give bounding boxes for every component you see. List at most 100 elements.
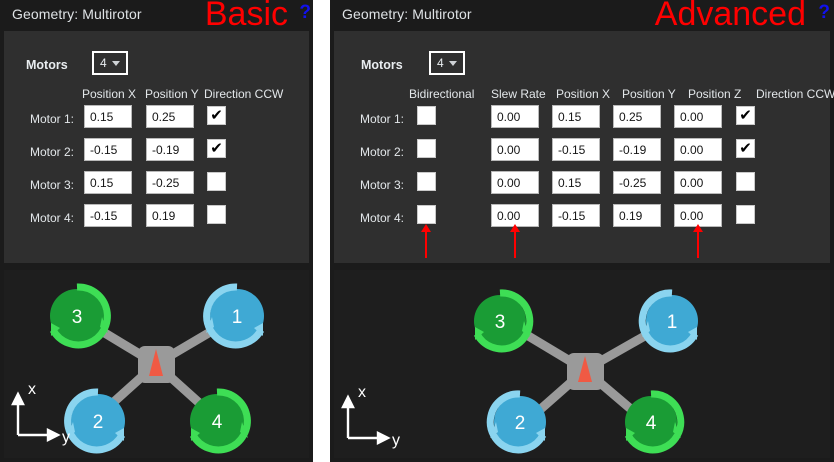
column-header-position-y: Position Y	[622, 87, 676, 101]
motor-2-slew-rate-input[interactable]: 0.00	[491, 138, 539, 161]
motor-2-direction-ccw-checkbox[interactable]: ✔	[736, 139, 755, 158]
motor-3-position-y-input[interactable]: -0.25	[613, 171, 661, 194]
motor-3-spin-arrowhead-2	[522, 321, 530, 337]
motor-form-advanced: Motors 4 Bidirectional Slew Rate Positio…	[334, 31, 834, 263]
table-row: Motor 2: -0.15 -0.19 ✔	[4, 138, 309, 171]
motor-table-advanced: Bidirectional Slew Rate Position X Posit…	[334, 87, 834, 237]
motor-3-disc	[50, 289, 104, 343]
motor-2-position-z-input[interactable]: 0.00	[674, 138, 722, 161]
row-label-motor-3: Motor 3:	[360, 178, 405, 192]
motor-2-disc	[494, 396, 546, 448]
motor-1-spin-arrowhead	[688, 327, 697, 340]
motor-1-slew-rate-input[interactable]: 0.00	[491, 105, 539, 128]
motor-table-basic: Position X Position Y Direction CCW Moto…	[4, 87, 309, 237]
motor-1-disc	[210, 289, 264, 343]
row-label-motor-4: Motor 4:	[360, 211, 405, 225]
table-row: Motor 3: ✔ 0.00 0.15 -0.25 0.00 ✔	[334, 171, 830, 204]
row-label-motor-4: Motor 4:	[30, 211, 75, 225]
column-header-position-z: Position Z	[688, 87, 742, 101]
motor-3-position-z-input[interactable]: 0.00	[674, 171, 722, 194]
motor-3-direction-ccw-checkbox[interactable]: ✔	[736, 172, 755, 191]
motor-4-slew-rate-input[interactable]: 0.00	[491, 204, 539, 227]
motor-1-position-y-input[interactable]: 0.25	[146, 105, 194, 128]
motor-4-spin-arrowhead	[626, 428, 635, 441]
column-header-direction-ccw: Direction CCW	[204, 87, 284, 101]
table-row: Motor 4: ✔ 0.00 -0.15 0.19 0.00 ✔	[334, 204, 830, 237]
motors-count-dropdown[interactable]: 4	[429, 51, 465, 75]
motor-1-disc	[646, 295, 698, 347]
motor-4-bidirectional-checkbox[interactable]: ✔	[417, 205, 436, 224]
motor-3-number: 3	[72, 307, 83, 328]
motor-4-position-x-input[interactable]: -0.15	[552, 204, 600, 227]
motor-4-direction-ccw-checkbox[interactable]: ✔	[207, 205, 226, 224]
motor-3-spin-arrowhead-2	[100, 317, 108, 333]
titlebar-advanced: Geometry: Multirotor Advanced ?	[330, 0, 834, 33]
motor-2-spin-arc	[486, 390, 547, 454]
motor-4-position-z-input[interactable]: 0.00	[674, 204, 722, 227]
quad-svg: 3 1 2 4	[341, 289, 699, 454]
motor-2-spin-arrowhead	[115, 428, 124, 441]
motor-1-spin-arc	[203, 283, 265, 349]
motor-3-disc	[474, 295, 526, 347]
motor-1-direction-ccw-checkbox[interactable]: ✔	[207, 106, 226, 125]
motor-2-bidirectional-checkbox[interactable]: ✔	[417, 139, 436, 158]
motor-4-spin-arrowhead-2	[673, 422, 681, 438]
motor-1-spin-arrowhead	[254, 323, 263, 336]
motor-2-position-x-input[interactable]: -0.15	[84, 138, 132, 161]
multirotor-diagram-basic: 3 1 2 4	[4, 270, 309, 458]
motor-3-slew-rate-input[interactable]: 0.00	[491, 171, 539, 194]
motor-3-bidirectional-checkbox[interactable]: ✔	[417, 172, 436, 191]
motor-2-position-y-input[interactable]: -0.19	[146, 138, 194, 161]
motor-4-position-y-input[interactable]: 0.19	[146, 204, 194, 227]
axis-y-label: y	[392, 432, 400, 449]
help-icon[interactable]: ?	[818, 2, 830, 23]
axis-indicator	[341, 394, 391, 445]
motor-4-spin-arrowhead-2	[240, 422, 248, 438]
axis-x-label: x	[358, 384, 366, 401]
motor-3-direction-ccw-checkbox[interactable]: ✔	[207, 172, 226, 191]
column-header-slew-rate: Slew Rate	[491, 87, 546, 101]
motors-label: Motors	[361, 58, 403, 72]
table-header-row: Bidirectional Slew Rate Position X Posit…	[334, 87, 834, 105]
help-icon[interactable]: ?	[299, 2, 311, 23]
motor-3-position-y-input[interactable]: -0.25	[146, 171, 194, 194]
motor-3-position-x-input[interactable]: 0.15	[552, 171, 600, 194]
nose-direction-icon	[149, 349, 163, 376]
motor-3-position-x-input[interactable]: 0.15	[84, 171, 132, 194]
motor-3-spin-arrowhead	[51, 323, 60, 336]
motor-1-position-x-input[interactable]: 0.15	[552, 105, 600, 128]
motor-1-number: 1	[667, 312, 678, 333]
motor-4-direction-ccw-checkbox[interactable]: ✔	[736, 205, 755, 224]
motor-1-bidirectional-checkbox[interactable]: ✔	[417, 106, 436, 125]
row-label-motor-2: Motor 2:	[360, 145, 405, 159]
nose-direction-icon	[578, 356, 592, 382]
motor-4-position-x-input[interactable]: -0.15	[84, 204, 132, 227]
motor-3-spin-arrowhead	[475, 327, 484, 340]
motors-count-row: Motors 4	[4, 51, 309, 79]
motor-1-direction-ccw-checkbox[interactable]: ✔	[736, 106, 755, 125]
column-header-direction-ccw: Direction CCW	[756, 87, 834, 101]
motor-2-direction-ccw-checkbox[interactable]: ✔	[207, 139, 226, 158]
axis-x-label: x	[28, 381, 36, 398]
motor-4-number: 4	[212, 412, 223, 433]
motor-4-disc	[190, 394, 244, 448]
titlebar-basic: Geometry: Multirotor Basic ?	[0, 0, 313, 33]
column-header-position-x: Position X	[82, 87, 137, 101]
multirotor-diagram-advanced: 3 1 2 4	[334, 270, 830, 458]
motors-count-dropdown[interactable]: 4	[92, 51, 128, 75]
motors-count-value: 4	[100, 56, 107, 70]
motor-4-position-y-input[interactable]: 0.19	[613, 204, 661, 227]
motor-1-position-y-input[interactable]: 0.25	[613, 105, 661, 128]
table-row: Motor 4: -0.15 0.19 ✔	[4, 204, 309, 237]
motor-2-spin-arrowhead	[536, 428, 545, 441]
motor-2-position-y-input[interactable]: -0.19	[613, 138, 661, 161]
axis-y-label: y	[62, 429, 70, 446]
page-title: Geometry: Multirotor	[342, 6, 472, 22]
motor-4-disc	[625, 396, 677, 448]
motor-1-position-z-input[interactable]: 0.00	[674, 105, 722, 128]
motor-2-position-x-input[interactable]: -0.15	[552, 138, 600, 161]
motor-1-spin-arrowhead-2	[206, 317, 214, 333]
motors-count-row: Motors 4	[334, 51, 830, 79]
motor-1-position-x-input[interactable]: 0.15	[84, 105, 132, 128]
mode-label-advanced: Advanced	[654, 0, 806, 33]
